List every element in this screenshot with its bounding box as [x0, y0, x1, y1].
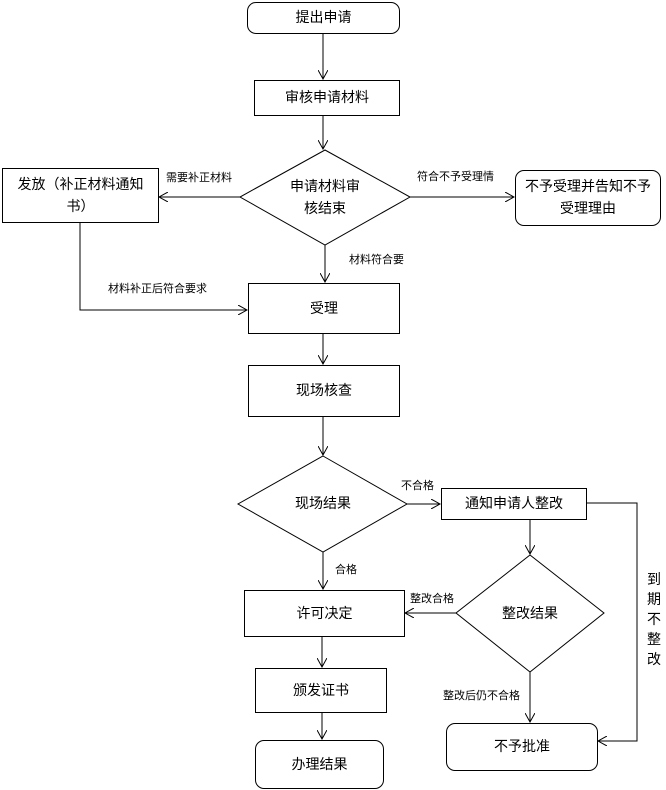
- diamond-review-decision-text: 申请材料审核结束: [290, 179, 360, 217]
- diamond-fix-result-text: 整改结果: [502, 606, 558, 622]
- arrow-fixed-ok: [79, 222, 247, 310]
- label-fix-pass: 整改合格: [410, 592, 454, 605]
- arrow-overdue: [586, 502, 638, 741]
- diamond-site-result-text: 现场结果: [295, 496, 351, 512]
- node-submit: 提出申请: [247, 2, 400, 34]
- node-site-check: 现场核查: [248, 365, 400, 417]
- label-overdue: 到期不整改: [647, 572, 661, 668]
- node-notify-fix: 通知申请人整改: [441, 488, 587, 520]
- node-deny: 不予批准: [446, 723, 598, 771]
- label-need-more: 需要补正材料: [166, 171, 232, 184]
- node-review: 审核申请材料: [254, 80, 400, 116]
- node-permit: 许可决定: [244, 590, 405, 637]
- label-fail: 不合格: [401, 479, 434, 492]
- label-fix-fail: 整改后仍不合格: [443, 689, 520, 702]
- node-done: 办理结果: [255, 740, 384, 789]
- node-accept: 受理: [248, 283, 400, 334]
- node-reject-accept: 不予受理并告知不予受理理由: [515, 170, 661, 226]
- label-not-acceptable: 符合不予受理情: [417, 170, 494, 183]
- label-pass: 合格: [335, 563, 357, 576]
- node-certificate: 颁发证书: [255, 668, 387, 713]
- label-materials-ok: 材料符合要: [349, 253, 404, 266]
- label-fixed-ok: 材料补正后符合要求: [108, 282, 207, 295]
- node-issue-notice: 发放（补正材料通知书）: [2, 168, 159, 223]
